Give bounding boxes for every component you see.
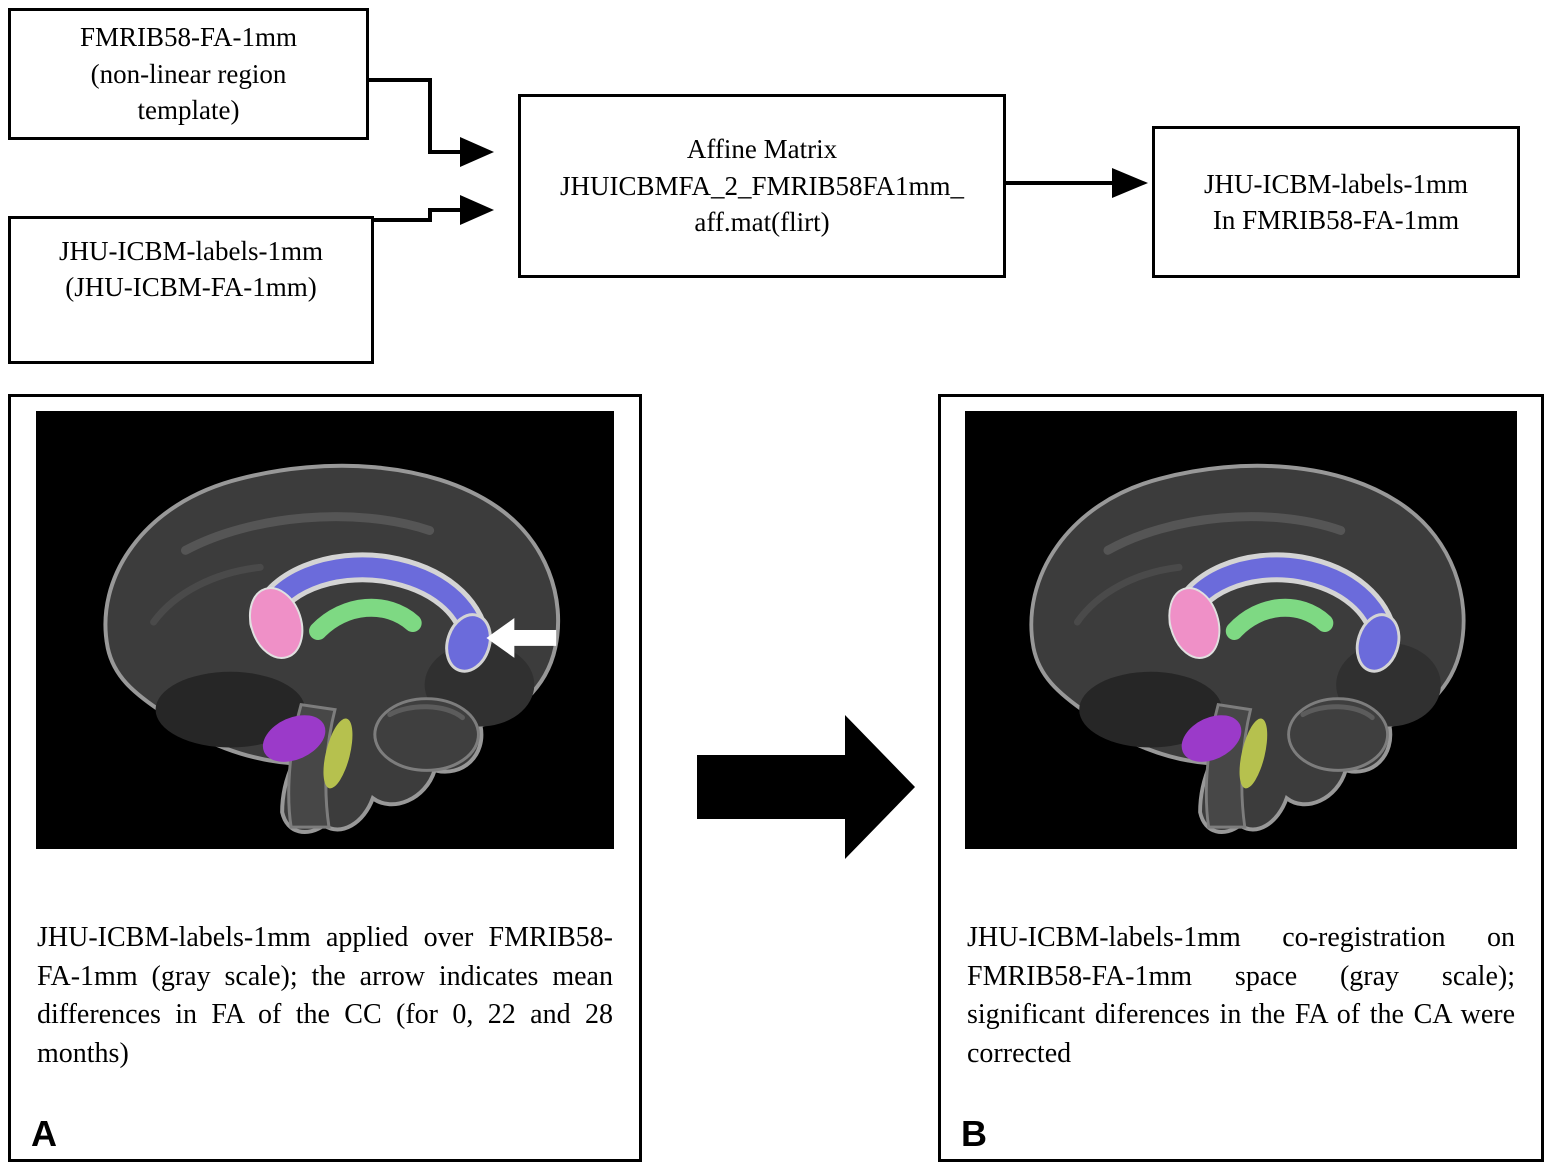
brain-image-a: [36, 411, 614, 849]
flowchart-box-output: JHU-ICBM-labels-1mm In FMRIB58-FA-1mm: [1152, 126, 1520, 278]
flowchart: FMRIB58-FA-1mm (non-linear region templa…: [0, 0, 1548, 380]
panel-b-label: B: [961, 1113, 987, 1154]
flowchart-box-affine-matrix: Affine Matrix JHUICBMFA_2_FMRIB58FA1mm_ …: [518, 94, 1006, 278]
caption-a: JHU-ICBM-labels-1mm applied over FMRIB58…: [37, 922, 613, 1069]
fornix-green-region: [309, 598, 422, 640]
panel-a: JHU-ICBM-labels-1mm applied over FMRIB58…: [8, 394, 642, 1162]
cortex-texture: [150, 563, 264, 626]
panel-b: JHU-ICBM-labels-1mm co-registration on F…: [938, 394, 1544, 1162]
connector-template-to-affine: [367, 78, 462, 154]
flowchart-box-output-text: JHU-ICBM-labels-1mm In FMRIB58-FA-1mm: [1204, 168, 1468, 235]
flowchart-box-labels-text: JHU-ICBM-labels-1mm (JHU-ICBM-FA-1mm): [59, 236, 323, 303]
flowchart-box-template-text: FMRIB58-FA-1mm (non-linear region templa…: [79, 22, 298, 126]
caption-b: JHU-ICBM-labels-1mm co-registration on F…: [967, 922, 1515, 1069]
connector-labels-to-affine: [372, 208, 462, 222]
cc-pointer-arrow-icon: [486, 618, 557, 658]
flowchart-box-affine-text: Affine Matrix JHUICBMFA_2_FMRIB58FA1mm_ …: [559, 134, 965, 238]
cerebellum-texture: [387, 704, 466, 721]
flowchart-box-labels: JHU-ICBM-labels-1mm (JHU-ICBM-FA-1mm): [8, 216, 374, 364]
flowchart-box-template: FMRIB58-FA-1mm (non-linear region templa…: [8, 8, 369, 140]
arrow-right-icon: [1112, 168, 1148, 198]
brainstem-olive-region: [323, 718, 353, 789]
genu-pink-region: [249, 587, 304, 659]
arrow-right-icon: [460, 137, 494, 167]
splenium-region: [445, 613, 492, 673]
panel-a-label: A: [31, 1113, 57, 1154]
cerebellum: [373, 697, 480, 772]
cortex-texture: [180, 512, 435, 555]
midbrain-purple-region: [262, 715, 326, 762]
brain-image-b: [965, 411, 1517, 849]
frontal-dark-region: [155, 671, 306, 748]
transform-right-arrow-icon: [697, 715, 915, 859]
arrow-right-icon: [460, 195, 494, 225]
